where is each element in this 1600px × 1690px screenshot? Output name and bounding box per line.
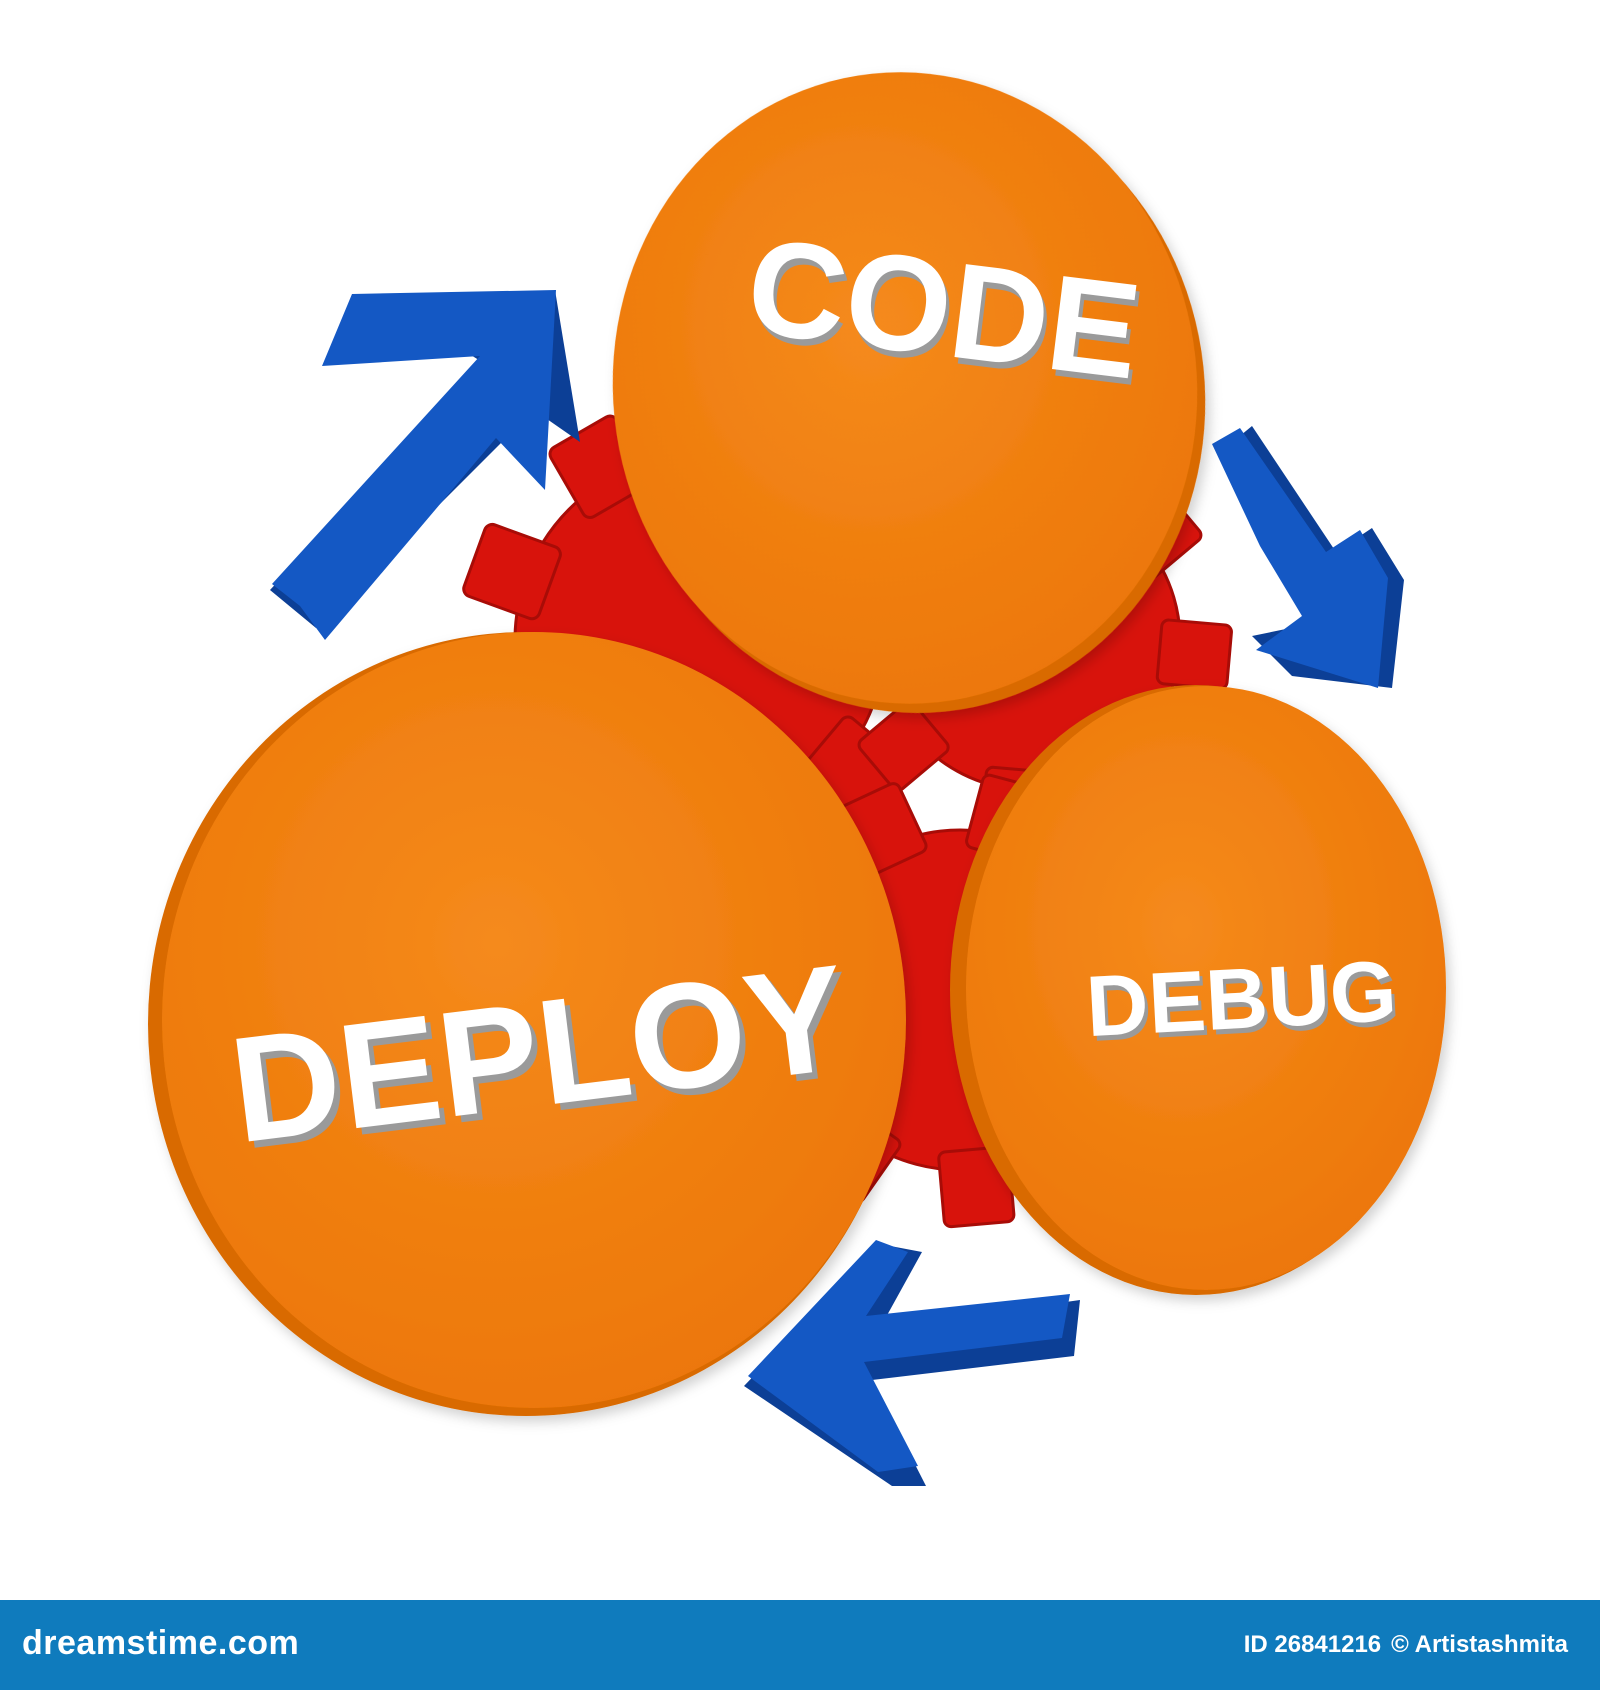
image-credit: ID 26841216 © Artistashmita	[1244, 1631, 1578, 1659]
arrow-up-right-icon	[270, 290, 580, 640]
footer-bar: dreamstime.com ID 26841216 © Artistashmit…	[0, 1600, 1600, 1690]
debug-label-shadow: DEBUG	[1087, 948, 1402, 1060]
debug-label-group: DEBUG DEBUG	[1084, 943, 1402, 1060]
debug-node	[950, 685, 1446, 1295]
brand-logo: dreamstime.com	[22, 1624, 300, 1662]
arrow-left-icon	[744, 1240, 1080, 1486]
author-credit: © Artistashmita	[1391, 1631, 1568, 1658]
debug-label: DEBUG	[1084, 943, 1399, 1055]
deploy-label-group: DEPLOY DEPLOY	[222, 932, 860, 1180]
deploy-node	[148, 632, 906, 1416]
arrow-down-right-icon	[1212, 426, 1404, 688]
code-node	[612, 72, 1206, 713]
sdlc-cycle-diagram: CODE CODE DEBUG DEBUG DEPLOY DEPLOY	[148, 72, 1446, 1486]
image-id: ID 26841216	[1243, 1631, 1382, 1658]
